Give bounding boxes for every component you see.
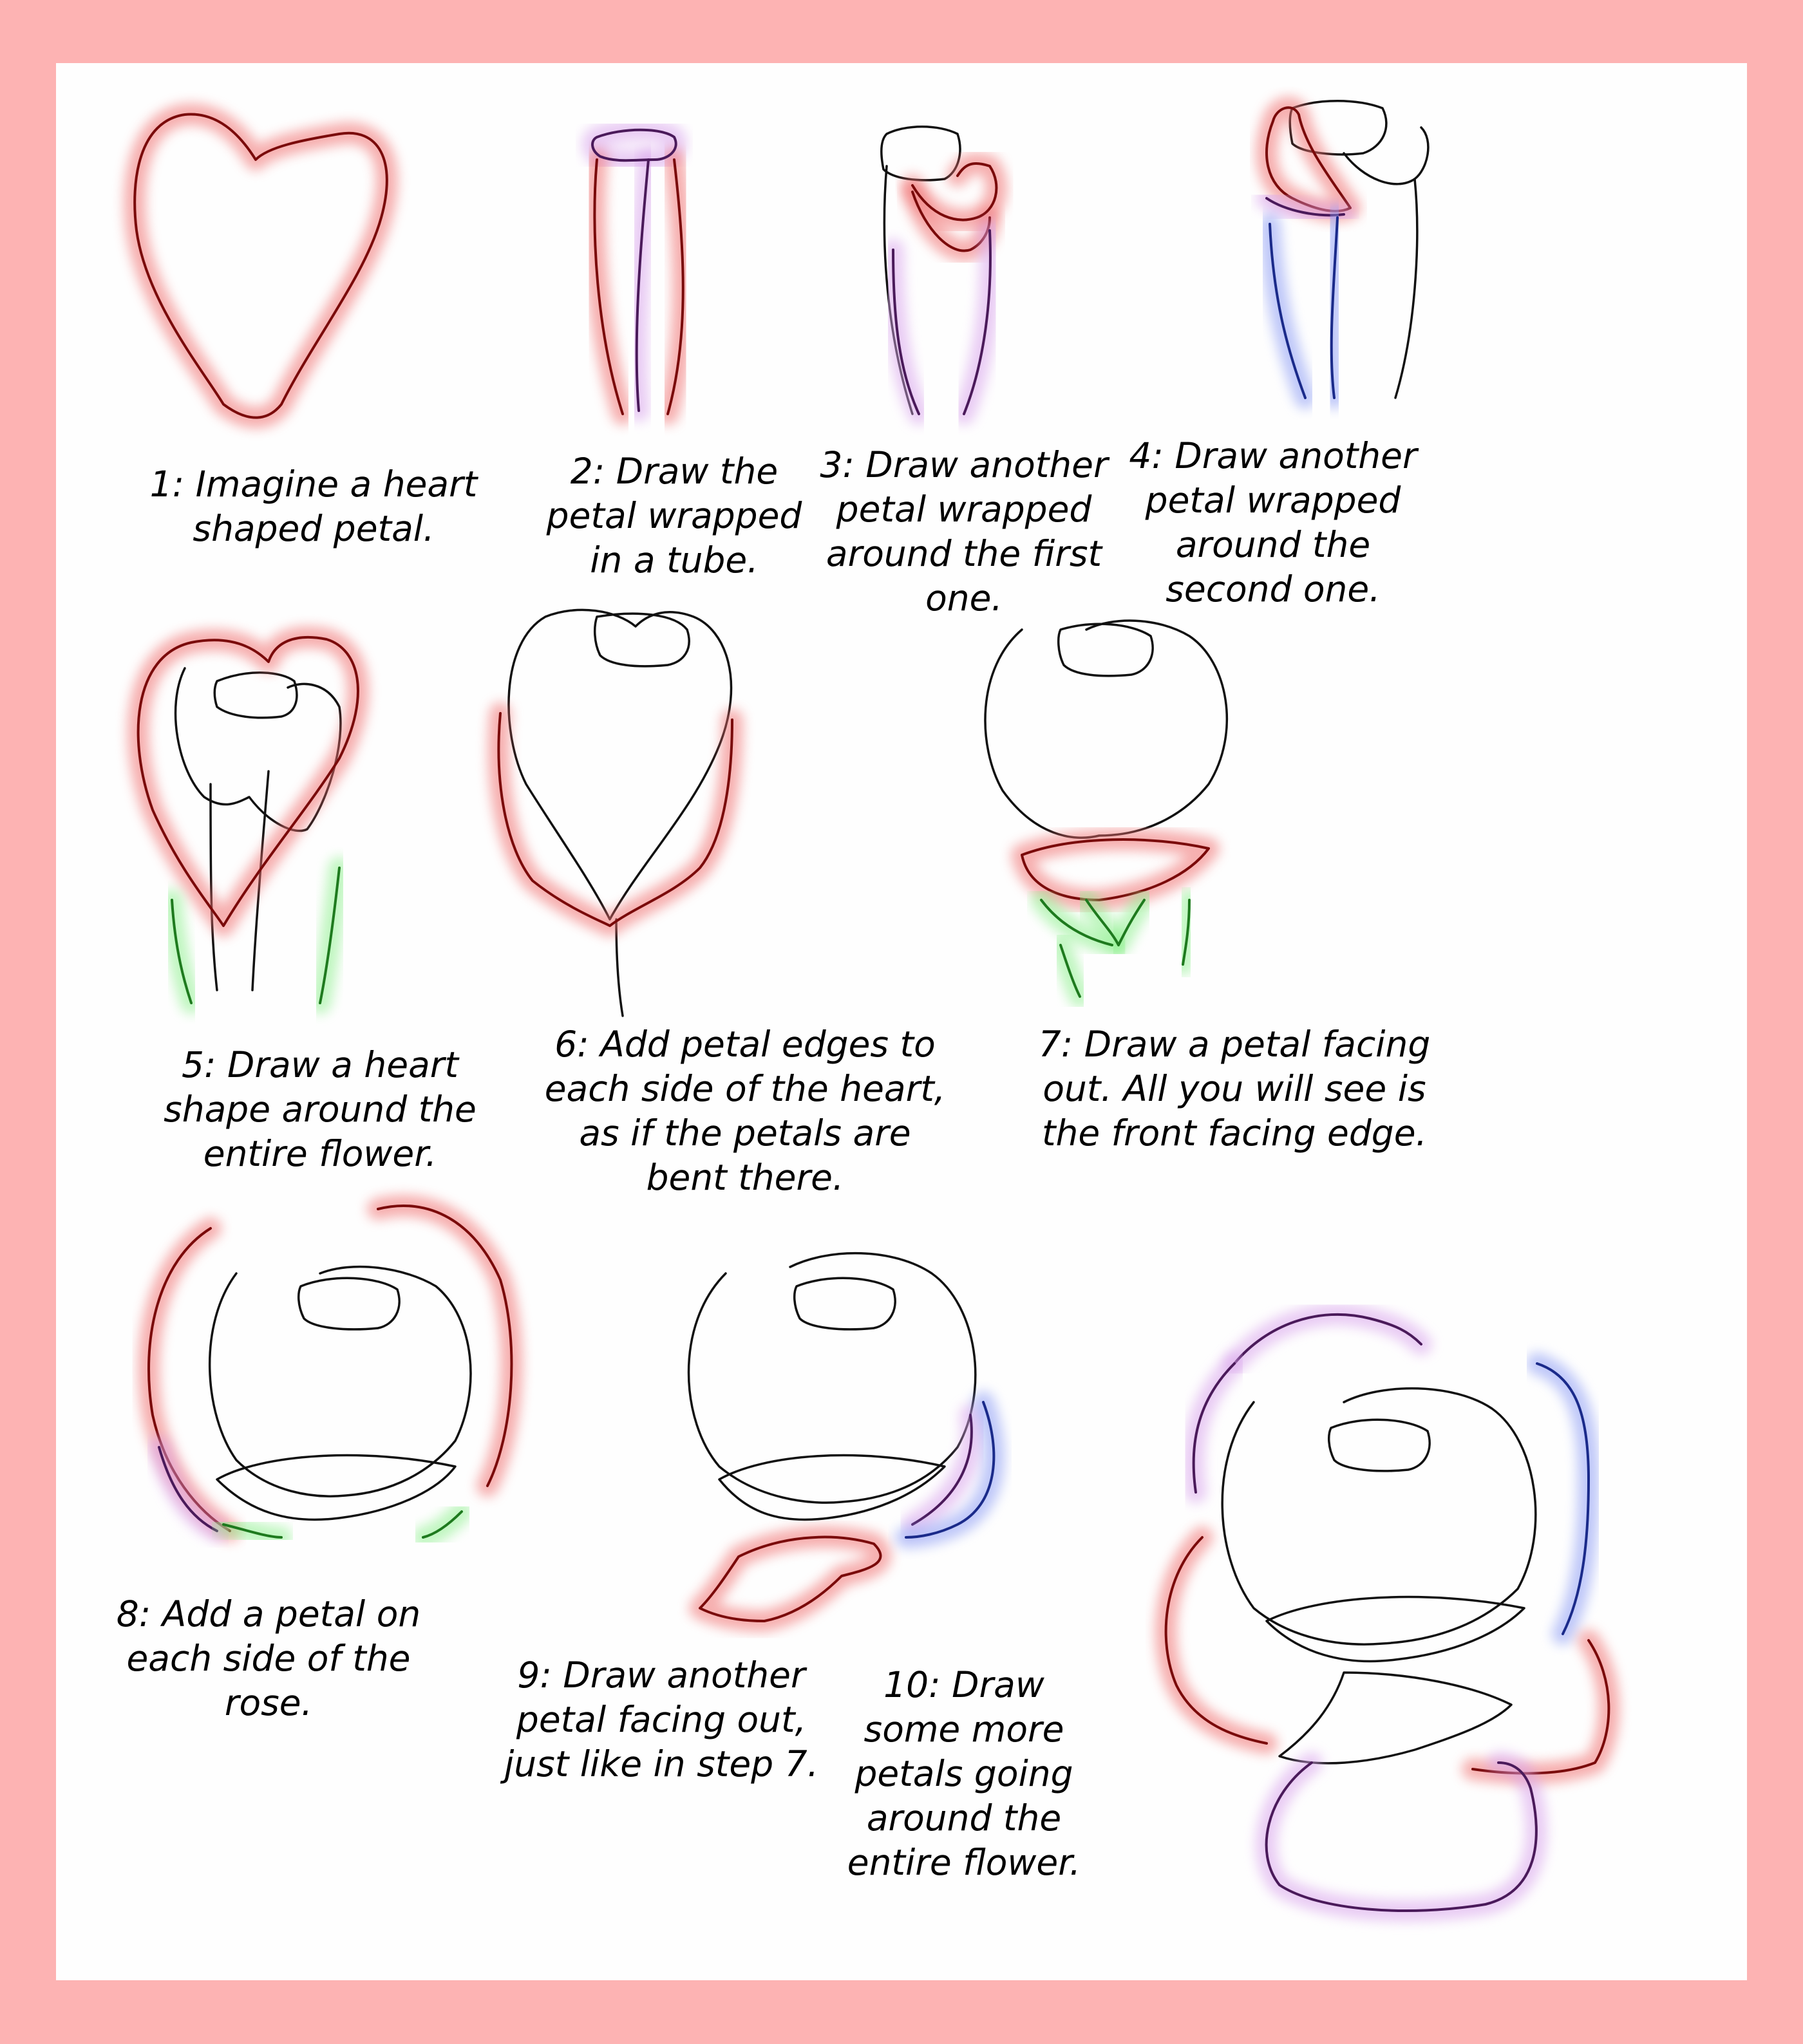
- step-7-front-petal-sketch: [984, 619, 1229, 1008]
- step-8-side-petals-sketch: [138, 1194, 523, 1548]
- step-3-wrapped-petal-sketch: [880, 126, 1008, 425]
- tutorial-canvas: 1: Imagine a heart shaped petal. 2: Draw…: [56, 63, 1747, 1980]
- step-9-caption: 9: Draw another petal facing out, just l…: [504, 1655, 819, 1785]
- step-1-caption: 1: Imagine a heart shaped petal.: [149, 464, 478, 549]
- step-10-caption: 10: Draw some more petals going around t…: [847, 1664, 1081, 1883]
- step-9-second-front-petal-sketch: [687, 1252, 1005, 1632]
- step-7-caption: 7: Draw a petal facing out. All you will…: [1038, 1024, 1431, 1154]
- step-5-caption: 5: Draw a heart shape around the entire …: [164, 1044, 477, 1174]
- step-8-caption: 8: Add a petal on each side of the rose.: [116, 1593, 421, 1723]
- step-2-caption: 2: Draw the petal wrapped in a tube.: [546, 451, 802, 581]
- step-10-full-rose-sketch: [1155, 1303, 1620, 1922]
- step-4-caption: 4: Draw another petal wrapped around the…: [1129, 435, 1417, 610]
- step-3-caption: 3: Draw another petal wrapped around the…: [820, 444, 1108, 619]
- rose-drawing-steps: [124, 97, 1620, 1922]
- step-6-caption: 6: Add petal edges to each side of the h…: [544, 1024, 946, 1198]
- step-6-petal-edges-sketch: [487, 608, 743, 1017]
- step-1-heart-petal-sketch: [124, 103, 398, 429]
- step-4-second-wrap-sketch: [1256, 97, 1430, 409]
- step-2-tube-sketch: [581, 118, 694, 425]
- step-5-heart-around-flower-sketch: [127, 626, 369, 1014]
